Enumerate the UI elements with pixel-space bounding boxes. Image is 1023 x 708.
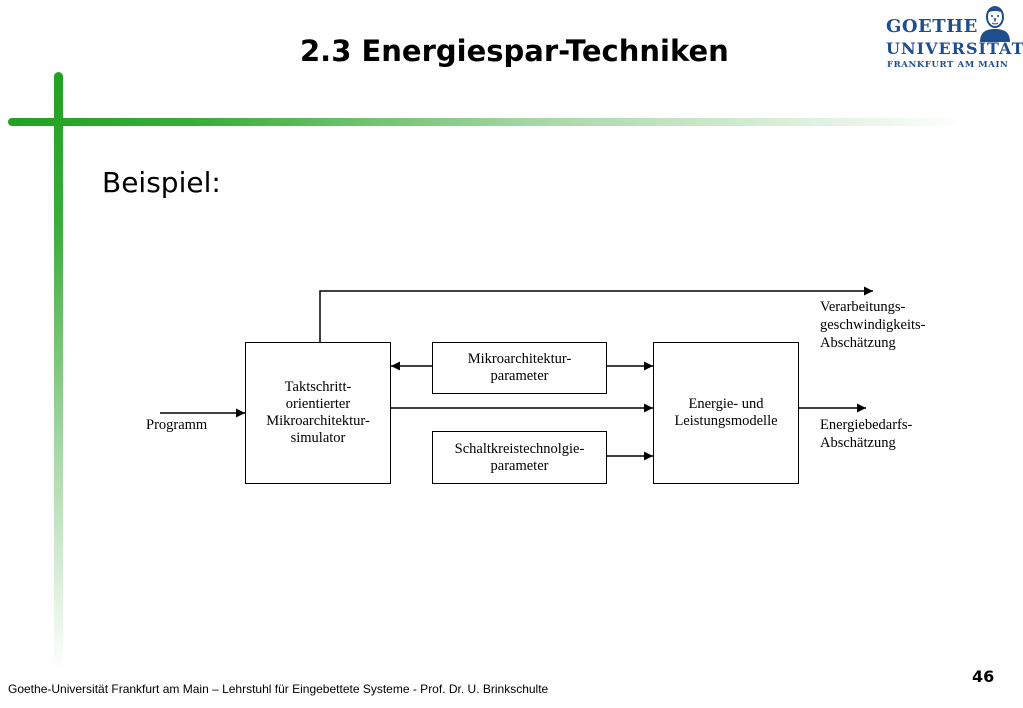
footer-text: Goethe-Universität Frankfurt am Main – L…	[8, 682, 549, 696]
logo-line-city: FRANKFURT AM MAIN	[887, 60, 1009, 70]
circuit-params-box: Schaltkreistechnolgie- parameter	[432, 431, 607, 484]
logo-line-universitaet: UNIVERSITÄT	[886, 39, 1023, 58]
energy-estimate-label: Energiebedarfs- Abschätzung	[820, 417, 913, 451]
page-number: 46	[972, 667, 995, 686]
program-label: Programm	[146, 417, 208, 433]
slide-title: 2.3 Energiespar-Techniken	[300, 34, 729, 68]
simulator-box: Taktschritt- orientierter Mikroarchitekt…	[245, 342, 391, 484]
decorative-horizontal-bar	[8, 118, 968, 126]
university-logo: GOETHE UNIVERSITÄT FRANKFURT AM MAIN	[884, 2, 1023, 72]
energy-models-box: Energie- und Leistungsmodelle	[653, 342, 799, 484]
decorative-vertical-bar	[54, 72, 63, 672]
speed-estimate-label: Verarbeitungs- geschwindigkeits- Abschät…	[820, 299, 926, 351]
example-heading: Beispiel:	[102, 166, 221, 199]
goethe-portrait-icon	[980, 6, 1010, 42]
logo-line-goethe: GOETHE	[886, 16, 978, 37]
micro-params-box: Mikroarchitektur- parameter	[432, 342, 607, 394]
speed-output-arrow	[319, 286, 873, 342]
